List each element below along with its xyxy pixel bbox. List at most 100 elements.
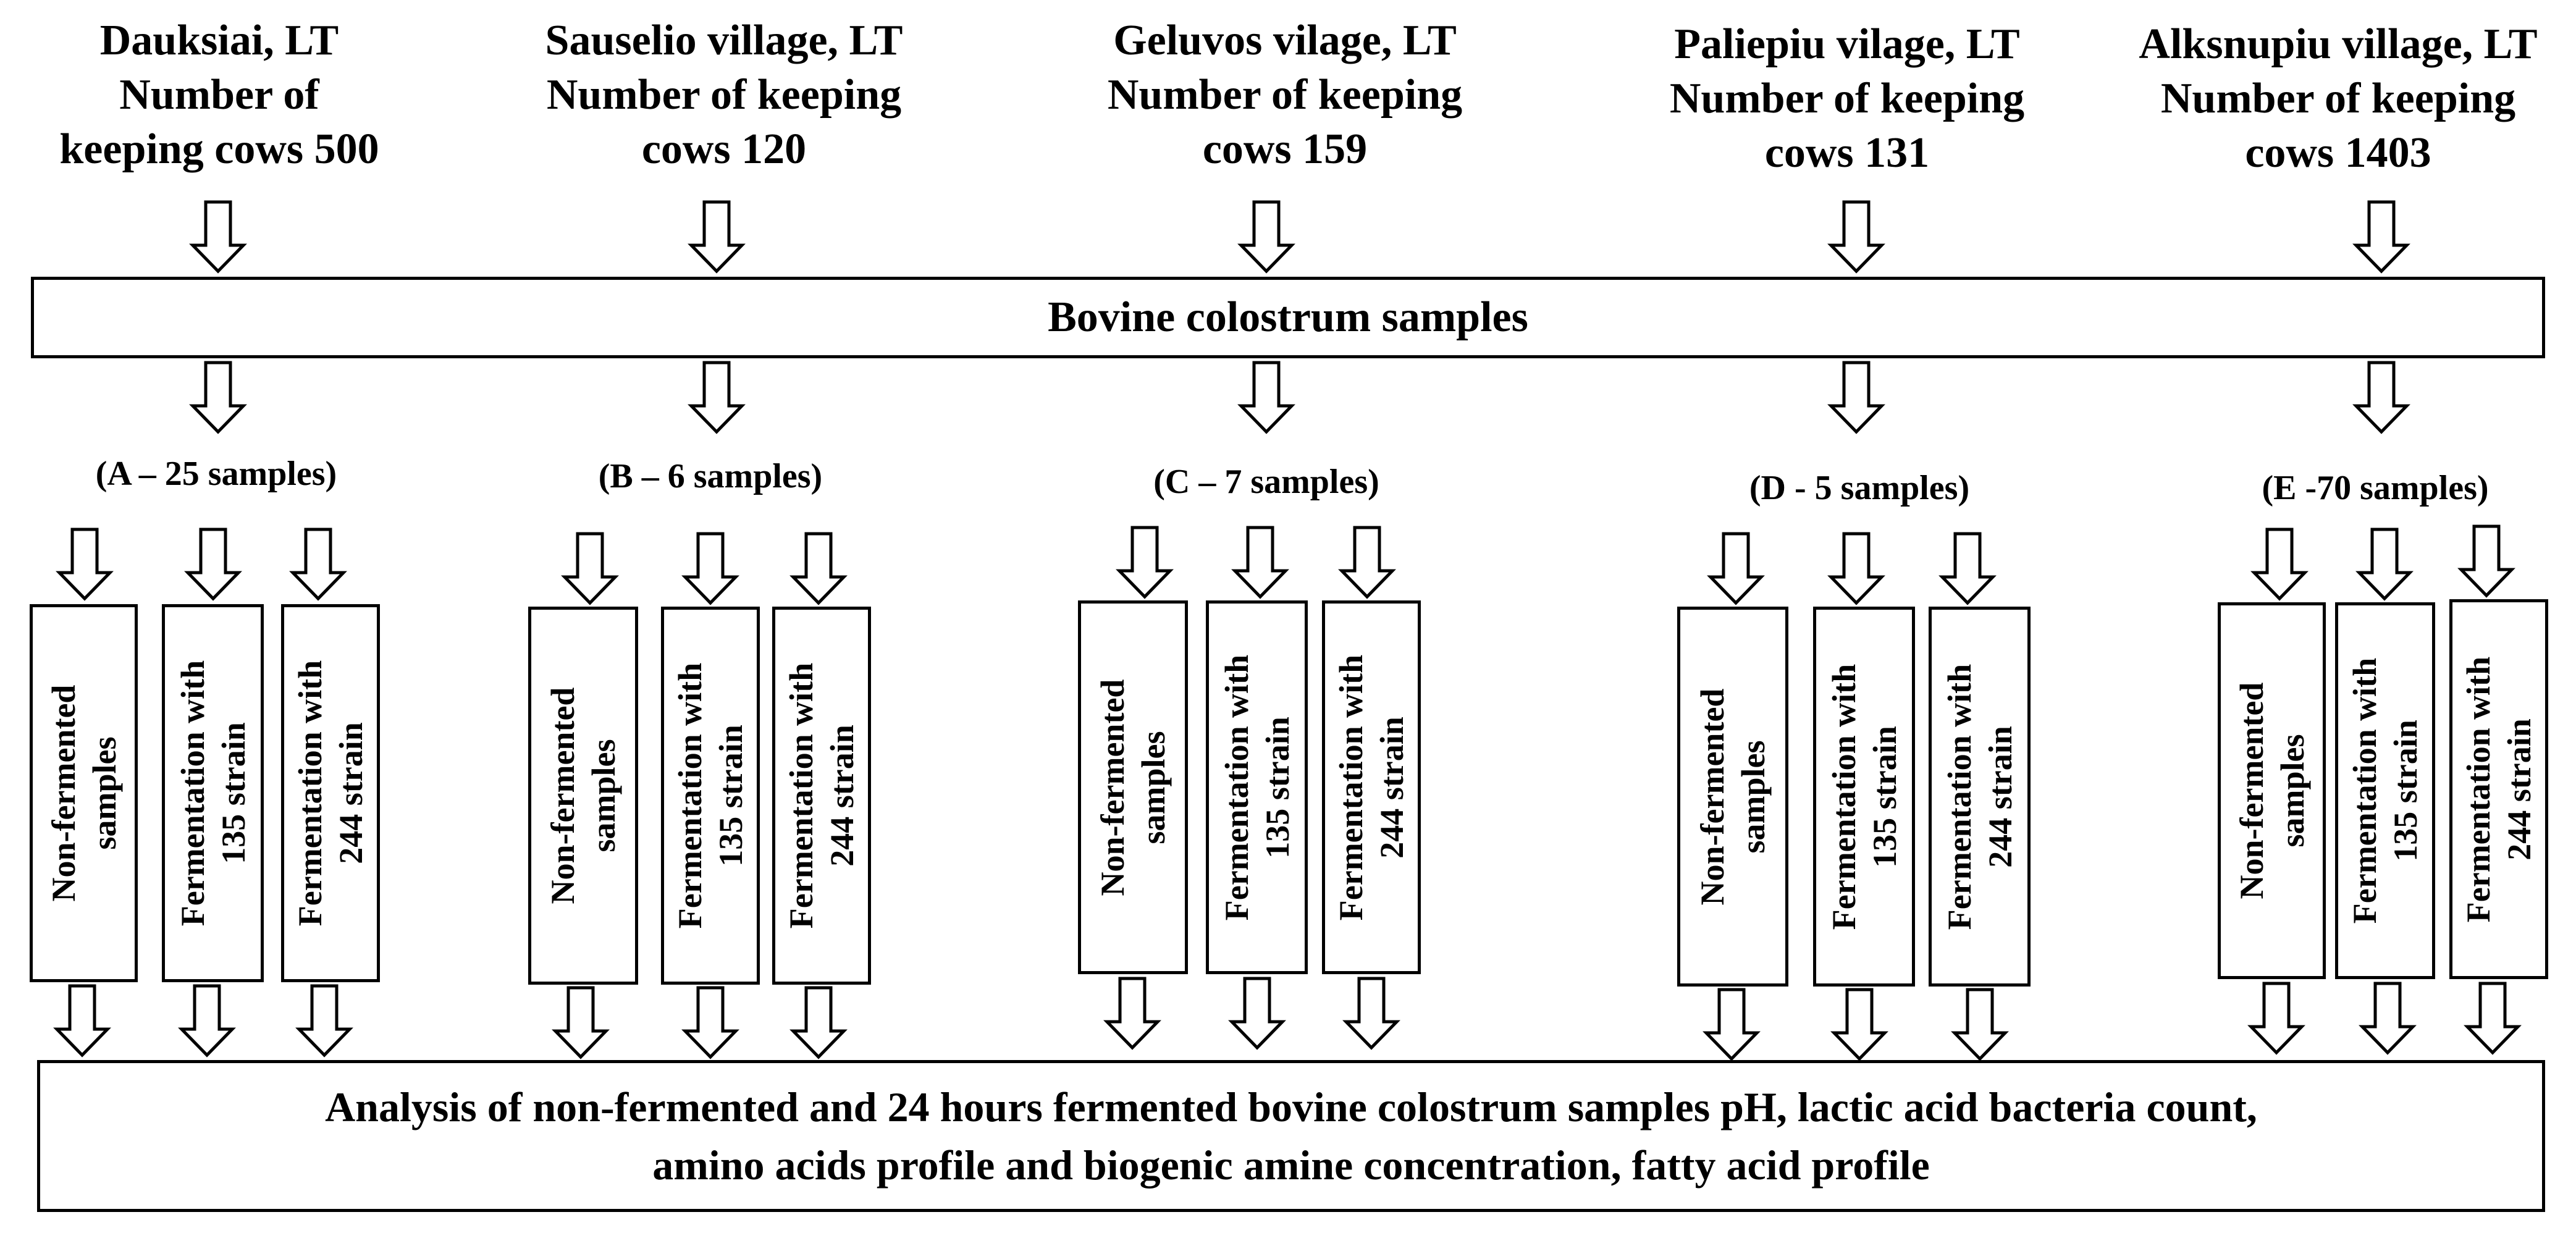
arrow-down-icon xyxy=(189,200,247,274)
arrow-down-icon xyxy=(1703,988,1761,1061)
arrow-down-icon xyxy=(178,984,236,1058)
farm-d-line-2: Number of keeping xyxy=(1669,75,2025,122)
farm-c-line-3: cows 159 xyxy=(1202,125,1368,173)
farm-c-line-2: Number of keeping xyxy=(1107,71,1463,119)
box-b-fermentation-135-line-2: 135 strain xyxy=(712,725,749,867)
arrow-down-icon xyxy=(2352,361,2410,434)
box-d-non-fermented-line-2: samples xyxy=(1735,740,1772,854)
arrow-down-icon xyxy=(2250,528,2309,601)
farm-e-line-1: Alksnupiu village, LT xyxy=(2139,20,2538,68)
box-d-fermentation-135-line-2: 135 strain xyxy=(1866,725,1903,868)
arrow-down-icon xyxy=(688,361,746,434)
arrow-down-icon xyxy=(789,986,848,1059)
box-e-non-fermented-line-2: samples xyxy=(2273,734,2311,848)
box-d-fermentation-244-line-2: 244 strain xyxy=(1981,725,2019,868)
farm-title-b: Sauselio village, LT Number of keeping c… xyxy=(502,14,946,177)
arrow-down-icon xyxy=(1237,200,1295,274)
arrow-down-icon xyxy=(1338,526,1396,599)
arrow-down-icon xyxy=(53,984,111,1058)
box-d-fermentation-244-line-1: Fermentation with xyxy=(1940,663,1978,930)
box-b-non-fermented-line-1: Non-fermented xyxy=(544,687,581,904)
farm-a-line-1: Dauksiai, LT xyxy=(99,17,339,64)
arrow-down-icon xyxy=(1116,526,1174,599)
analysis-line-1: Analysis of non-fermented and 24 hours f… xyxy=(325,1084,2257,1130)
arrow-down-icon xyxy=(1342,977,1400,1050)
arrow-down-icon xyxy=(1830,988,1888,1061)
arrow-down-icon xyxy=(1951,988,2009,1061)
box-a-non-fermented-line-1: Non-fermented xyxy=(44,684,82,902)
box-a-fermentation-244-line-1: Fermentation with xyxy=(292,660,329,927)
analysis-line-2: amino acids profile and biogenic amine c… xyxy=(652,1142,1930,1189)
farm-d-line-3: cows 131 xyxy=(1764,129,1930,177)
arrow-down-icon xyxy=(1827,532,1885,605)
arrow-down-icon xyxy=(681,532,739,605)
box-a-fermentation-244-line-2: 244 strain xyxy=(332,722,369,864)
arrow-down-icon xyxy=(1103,977,1161,1050)
box-c-fermentation-135-line-1: Fermentation with xyxy=(1218,654,1255,920)
farm-c-line-1: Geluvos vilage, LT xyxy=(1113,17,1457,64)
box-d-non-fermented-line-1: Non-fermented xyxy=(1694,688,1731,905)
farm-title-c: Geluvos vilage, LT Number of keeping cow… xyxy=(1063,14,1507,177)
arrow-down-icon xyxy=(1237,361,1295,434)
farm-a-line-2: Number of xyxy=(119,71,319,119)
farm-title-a: Dauksiai, LT Number of keeping cows 500 xyxy=(0,14,442,177)
box-c-non-fermented-line-1: Non-fermented xyxy=(1094,679,1131,896)
box-e-fermentation-244-line-2: 244 strain xyxy=(2501,718,2538,861)
farm-b-line-2: Number of keeping xyxy=(546,71,902,119)
arrow-down-icon xyxy=(2464,982,2522,1055)
arrow-down-icon xyxy=(1938,532,1997,605)
box-a-non-fermented-line-2: samples xyxy=(85,736,123,850)
group-label-e: (E -70 samples) xyxy=(2262,469,2489,507)
arrow-down-icon xyxy=(681,986,739,1059)
box-c-fermentation-135-line-2: 135 strain xyxy=(1258,716,1296,859)
arrow-down-icon xyxy=(552,986,610,1059)
arrow-down-icon xyxy=(2457,524,2515,598)
group-label-c: (C – 7 samples) xyxy=(1153,463,1379,501)
group-label-b: (B – 6 samples) xyxy=(598,457,823,495)
box-b-fermentation-244-line-2: 244 strain xyxy=(823,725,861,867)
box-e-fermentation-135-line-2: 135 strain xyxy=(2387,720,2424,862)
arrow-down-icon xyxy=(1231,526,1289,599)
arrow-down-icon xyxy=(1228,977,1286,1050)
box-d-fermentation-135-line-1: Fermentation with xyxy=(1825,663,1863,930)
farm-a-line-3: keeping cows 500 xyxy=(59,125,379,173)
farm-b-line-1: Sauselio village, LT xyxy=(545,17,903,64)
analysis-box: Analysis of non-fermented and 24 hours f… xyxy=(37,1060,2545,1212)
arrow-down-icon xyxy=(789,532,848,605)
farm-title-d: Paliepiu vilage, LT Number of keeping co… xyxy=(1625,17,2069,180)
bovine-colostrum-banner: Bovine colostrum samples xyxy=(31,277,2545,358)
group-label-d: (D - 5 samples) xyxy=(1749,469,1970,507)
arrow-down-icon xyxy=(189,361,247,434)
box-c-non-fermented-line-2: samples xyxy=(1135,731,1172,844)
arrow-down-icon xyxy=(1707,532,1765,605)
arrow-down-icon xyxy=(2352,200,2410,274)
box-e-fermentation-135-line-1: Fermentation with xyxy=(2346,657,2383,924)
arrow-down-icon xyxy=(561,532,619,605)
box-b-non-fermented-line-2: samples xyxy=(585,739,622,852)
box-b-fermentation-244-line-1: Fermentation with xyxy=(783,662,820,929)
arrow-down-icon xyxy=(1827,200,1885,274)
farm-e-line-2: Number of keeping xyxy=(2160,75,2516,122)
arrow-down-icon xyxy=(289,528,347,601)
box-e-non-fermented-line-1: Non-fermented xyxy=(2233,682,2270,899)
box-c-fermentation-244-line-1: Fermentation with xyxy=(1332,654,1370,920)
box-e-fermentation-244-line-1: Fermentation with xyxy=(2460,656,2497,922)
box-c-fermentation-244-line-2: 244 strain xyxy=(1373,716,1410,859)
farm-title-e: Alksnupiu village, LT Number of keeping … xyxy=(2116,17,2561,180)
farm-d-line-1: Paliepiu vilage, LT xyxy=(1674,20,2020,68)
box-a-fermentation-135-line-1: Fermentation with xyxy=(174,660,211,927)
box-a-fermentation-135-line-2: 135 strain xyxy=(214,722,252,864)
